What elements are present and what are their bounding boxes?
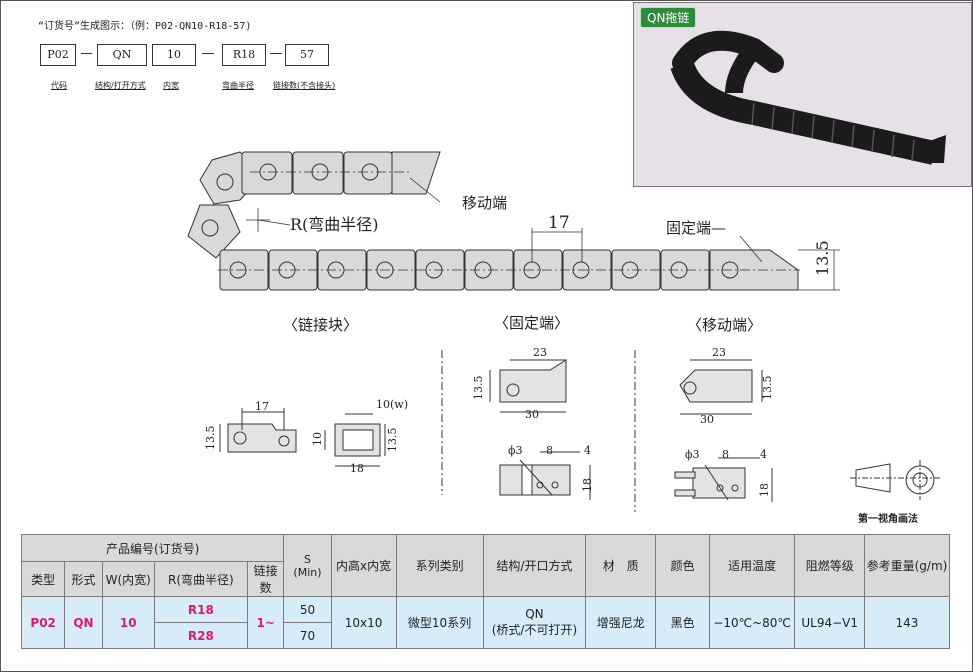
type-cell: P02 bbox=[20, 596, 66, 649]
radius-cell: R28 bbox=[153, 622, 249, 649]
series-header: 系列类别 bbox=[395, 534, 484, 597]
order-example-title: “订货号”生成图示：（例：P02-QN10-R18-57) bbox=[38, 21, 252, 32]
cross-section-inner-height-dim: 10 bbox=[311, 432, 324, 446]
fixed-end-length-dim: 30 bbox=[525, 408, 539, 421]
width-header: W(内宽) bbox=[101, 561, 155, 597]
form-cell: QN bbox=[64, 596, 103, 649]
code-label-links: 链接数(不含接头) bbox=[273, 81, 336, 90]
cross-section-height-dim: 13.5 bbox=[386, 427, 399, 453]
code-label-form: 结构/打开方式 bbox=[95, 81, 146, 90]
s-min-header: S (Min) bbox=[283, 534, 332, 597]
links-cell: 1~ bbox=[247, 596, 285, 649]
moving-end-height-dim: 13.5 bbox=[761, 375, 774, 401]
pitch-dim: 17 bbox=[548, 213, 570, 233]
moving-end-top-length-dim: 23 bbox=[712, 346, 726, 359]
moving-end-label: 移动端 bbox=[462, 194, 508, 212]
size-cell: 10x10 bbox=[330, 596, 397, 649]
code-radius: R18 bbox=[222, 44, 266, 66]
drag-chain-photo-image bbox=[670, 30, 946, 165]
links-header: 链接数 bbox=[247, 561, 285, 597]
fixed-end-top-length-dim: 23 bbox=[533, 346, 547, 359]
fixed-end-label: 固定端— bbox=[666, 219, 727, 237]
radius-cell: R18 bbox=[153, 596, 249, 623]
s-min-cell: 70 bbox=[283, 622, 332, 649]
product-number-header: 产品编号(订货号) bbox=[20, 534, 285, 562]
moving-end-width-dim: 18 bbox=[758, 483, 771, 497]
link-block-title: 〈链接块〉 bbox=[283, 316, 359, 334]
code-label-radius: 弯曲半径 bbox=[222, 81, 254, 90]
flame-cell: UL94−V1 bbox=[794, 596, 865, 649]
type-header: 类型 bbox=[20, 561, 66, 597]
code-links: 57 bbox=[285, 44, 329, 66]
fixed-end-hole-spacing-dim: 8 bbox=[546, 444, 553, 457]
radius-header: R(弯曲半径) bbox=[153, 561, 249, 597]
series-cell: 微型10系列 bbox=[395, 596, 484, 649]
s-min-cell: 50 bbox=[283, 596, 332, 623]
spec-table: 产品编号(订货号) S (Min) 内高x内宽 系列类别 结构/开口方式 材 质… bbox=[20, 534, 951, 649]
product-photo: QN拖链 bbox=[633, 2, 972, 187]
flame-header: 阻燃等级 bbox=[794, 534, 865, 597]
moving-end-hole-spacing-dim: 8 bbox=[722, 448, 729, 461]
photo-tag: QN拖链 bbox=[640, 7, 697, 28]
fixed-end-height-dim: 13.5 bbox=[472, 375, 485, 401]
moving-end-offset-dim: 4 bbox=[760, 448, 767, 461]
form-header: 形式 bbox=[64, 561, 103, 597]
fixed-end-offset-dim: 4 bbox=[584, 444, 591, 457]
cross-section-width-dim: 10(w) bbox=[376, 398, 408, 411]
structure-header: 结构/开口方式 bbox=[482, 534, 587, 597]
fixed-end-title: 〈固定端〉 bbox=[494, 314, 570, 332]
material-header: 材 质 bbox=[585, 534, 657, 597]
temperature-cell: −10℃~80℃ bbox=[708, 596, 796, 649]
code-form: QN bbox=[97, 44, 147, 66]
link-block-height-dim: 13.5 bbox=[204, 425, 217, 451]
weight-cell: 143 bbox=[863, 596, 951, 649]
size-header: 内高x内宽 bbox=[330, 534, 397, 597]
structure-cell: QN (桥式/不可打开) bbox=[482, 596, 587, 649]
structure-opening: (桥式/不可打开) bbox=[491, 623, 578, 637]
code-label-type: 代码 bbox=[51, 81, 67, 90]
moving-end-hole-dim: ϕ3 bbox=[685, 448, 700, 461]
width-cell: 10 bbox=[101, 596, 155, 649]
code-type: P02 bbox=[40, 44, 76, 66]
weight-header: 参考重量(g/m) bbox=[863, 534, 951, 597]
code-width: 10 bbox=[152, 44, 196, 66]
material-cell: 增强尼龙 bbox=[585, 596, 657, 649]
code-dash bbox=[270, 53, 282, 54]
link-block-pitch-dim: 17 bbox=[255, 400, 269, 413]
code-dash bbox=[202, 53, 214, 54]
color-cell: 黑色 bbox=[655, 596, 710, 649]
fixed-end-hole-dim: ϕ3 bbox=[508, 444, 523, 457]
fixed-end-width-dim: 18 bbox=[581, 478, 594, 492]
bend-radius-label: R(弯曲半径) bbox=[290, 215, 379, 234]
first-angle-projection-label: 第一视角画法 bbox=[858, 514, 918, 525]
cross-section-outer-width-dim: 18 bbox=[350, 462, 364, 475]
moving-end-title: 〈移动端〉 bbox=[687, 316, 763, 334]
code-dash bbox=[81, 53, 92, 54]
moving-end-length-dim: 30 bbox=[700, 413, 714, 426]
structure-type: QN bbox=[525, 607, 544, 621]
temperature-header: 适用温度 bbox=[708, 534, 796, 597]
code-label-width: 内宽 bbox=[163, 81, 179, 90]
color-header: 颜色 bbox=[655, 534, 710, 597]
